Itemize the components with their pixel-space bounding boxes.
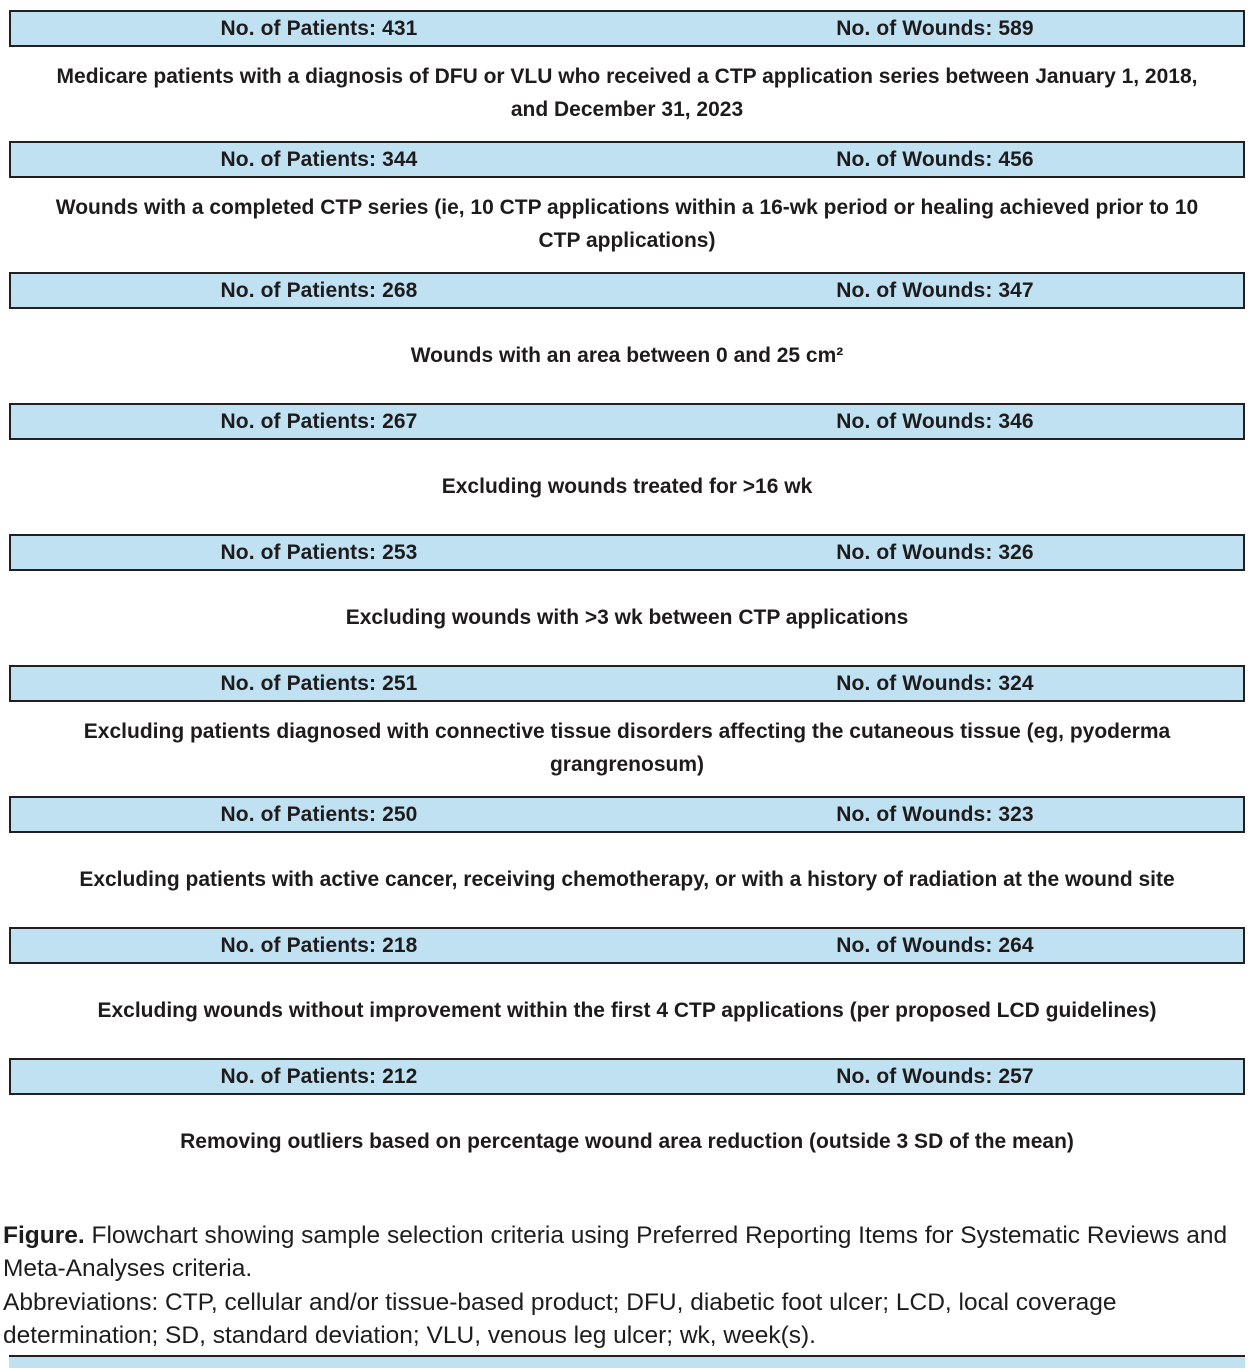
count-bar: No. of Patients: 267 No. of Wounds: 346: [9, 403, 1245, 440]
patients-count: No. of Patients: 268: [220, 278, 418, 302]
patients-count: No. of Patients: 212: [220, 1064, 418, 1088]
figure-caption: Figure. Flowchart showing sample selecti…: [0, 1189, 1254, 1352]
patients-count: No. of Patients: 250: [220, 802, 418, 826]
flowchart-step: No. of Patients: 212 No. of Wounds: 257 …: [9, 1058, 1245, 1189]
count-bar: No. of Patients: 250 No. of Wounds: 323: [9, 796, 1245, 833]
partial-next-bar: [9, 1355, 1245, 1368]
patients-count: No. of Patients: 251: [220, 671, 418, 695]
step-description: Excluding wounds treated for >16 wk: [441, 474, 813, 498]
patients-count: No. of Patients: 218: [220, 933, 418, 957]
patients-count: No. of Patients: 267: [220, 409, 418, 433]
patients-count: No. of Patients: 344: [220, 147, 418, 171]
wounds-count: No. of Wounds: 456: [836, 147, 1034, 171]
step-description: Excluding patients diagnosed with connec…: [83, 720, 1171, 776]
wounds-count: No. of Wounds: 323: [836, 802, 1034, 826]
count-bar: No. of Patients: 268 No. of Wounds: 347: [9, 272, 1245, 309]
count-bar: No. of Patients: 212 No. of Wounds: 257: [9, 1058, 1245, 1095]
step-description: Excluding patients with active cancer, r…: [79, 867, 1175, 891]
flowchart-step: No. of Patients: 250 No. of Wounds: 323 …: [9, 796, 1245, 927]
count-bar: No. of Patients: 431 No. of Wounds: 589: [9, 10, 1245, 47]
wounds-count: No. of Wounds: 264: [836, 933, 1034, 957]
wounds-count: No. of Wounds: 324: [836, 671, 1034, 695]
patients-count: No. of Patients: 431: [220, 16, 418, 40]
caption-label: Figure.: [3, 1222, 85, 1249]
flowchart-step: No. of Patients: 431 No. of Wounds: 589 …: [9, 10, 1245, 141]
step-description: Wounds with a completed CTP series (ie, …: [55, 196, 1199, 252]
step-description: Excluding wounds with >3 wk between CTP …: [345, 605, 909, 629]
flowchart-step: No. of Patients: 344 No. of Wounds: 456 …: [9, 141, 1245, 272]
wounds-count: No. of Wounds: 347: [836, 278, 1034, 302]
caption-sentence: Figure. Flowchart showing sample selecti…: [3, 1219, 1251, 1286]
caption-body: Flowchart showing sample selection crite…: [3, 1222, 1228, 1283]
patients-count: No. of Patients: 253: [220, 540, 418, 564]
count-bar: No. of Patients: 251 No. of Wounds: 324: [9, 665, 1245, 702]
wounds-count: No. of Wounds: 257: [836, 1064, 1034, 1088]
step-description: Wounds with an area between 0 and 25 cm²: [410, 343, 844, 367]
count-bar: No. of Patients: 218 No. of Wounds: 264: [9, 927, 1245, 964]
step-description: Excluding wounds without improvement wit…: [97, 998, 1157, 1022]
flowchart-step: No. of Patients: 268 No. of Wounds: 347 …: [9, 272, 1245, 403]
step-description: Removing outliers based on percentage wo…: [180, 1129, 1074, 1153]
wounds-count: No. of Wounds: 326: [836, 540, 1034, 564]
caption-abbreviations: Abbreviations: CTP, cellular and/or tiss…: [3, 1288, 1117, 1349]
flowchart-step: No. of Patients: 253 No. of Wounds: 326 …: [9, 534, 1245, 665]
wounds-count: No. of Wounds: 589: [836, 16, 1034, 40]
flowchart-step: No. of Patients: 267 No. of Wounds: 346 …: [9, 403, 1245, 534]
flowchart-step: No. of Patients: 251 No. of Wounds: 324 …: [9, 665, 1245, 796]
wounds-count: No. of Wounds: 346: [836, 409, 1034, 433]
step-description: Medicare patients with a diagnosis of DF…: [56, 65, 1198, 121]
count-bar: No. of Patients: 344 No. of Wounds: 456: [9, 141, 1245, 178]
flowchart-step: No. of Patients: 218 No. of Wounds: 264 …: [9, 927, 1245, 1058]
sample-selection-flowchart: No. of Patients: 431 No. of Wounds: 589 …: [9, 10, 1245, 1189]
count-bar: No. of Patients: 253 No. of Wounds: 326: [9, 534, 1245, 571]
